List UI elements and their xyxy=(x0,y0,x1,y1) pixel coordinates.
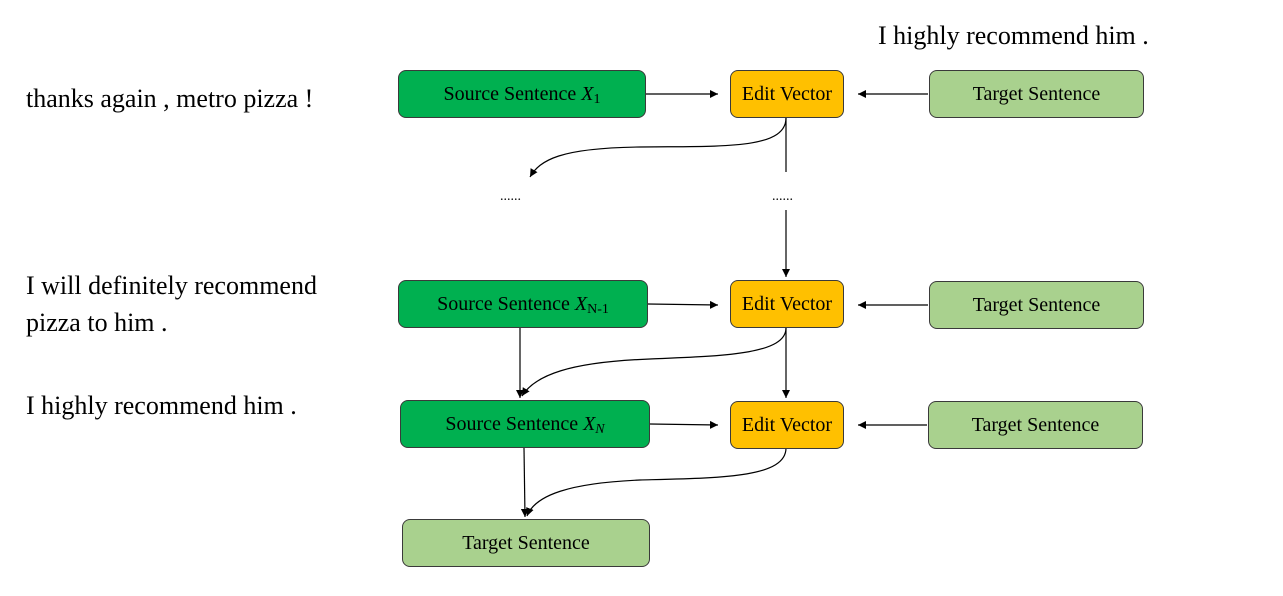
ellipsis-left: ...... xyxy=(500,189,521,204)
source-sentence-1-var: X xyxy=(581,82,594,105)
source-sentence-n-minus-1-sub: N-1 xyxy=(587,302,609,317)
curve-edit1-to-ellipsis xyxy=(529,117,787,178)
edit-vector-2-label: Edit Vector xyxy=(741,292,833,315)
target-sentence-3-label: Target Sentence xyxy=(971,413,1100,436)
target-sentence-3-box: Target Sentence xyxy=(928,401,1143,449)
arrow-sourceN-to-edit3 xyxy=(649,420,719,429)
target-sentence-1-box: Target Sentence xyxy=(929,70,1144,118)
source-sentence-n-sub: N xyxy=(595,422,605,437)
source-sentence-1-sub: 1 xyxy=(593,92,601,107)
arrow-sourceN1-to-edit2 xyxy=(647,300,719,309)
example-row2-line2: pizza to him . xyxy=(26,308,168,337)
target-sentence-2-box: Target Sentence xyxy=(929,281,1144,329)
source-sentence-1-label: Source Sentence xyxy=(443,82,577,105)
source-sentence-n-var: X xyxy=(583,412,596,435)
target-sentence-2-label: Target Sentence xyxy=(972,293,1101,316)
target-sentence-output-box: Target Sentence xyxy=(402,519,650,567)
target-sentence-1-label: Target Sentence xyxy=(972,82,1101,105)
arrow-sourceN-to-target-out xyxy=(520,447,529,518)
curve-edit2-to-sourceN xyxy=(521,327,787,397)
top-right-example: I highly recommend him . xyxy=(878,21,1149,50)
edit-vector-3-label: Edit Vector xyxy=(741,413,833,436)
ellipsis-right: ...... xyxy=(772,189,793,204)
edit-vector-1-box: Edit Vector xyxy=(730,70,844,118)
source-sentence-n-label: Source Sentence xyxy=(445,412,579,435)
source-sentence-n-minus-1-var: X xyxy=(574,292,588,315)
edit-vector-3-box: Edit Vector xyxy=(730,401,844,449)
example-row1: thanks again , metro pizza ! xyxy=(26,84,314,113)
edit-vector-2-box: Edit Vector xyxy=(730,280,844,328)
target-sentence-output-label: Target Sentence xyxy=(462,531,590,554)
edit-vector-1-label: Edit Vector xyxy=(741,82,833,105)
source-sentence-n-minus-1-label: Source Sentence xyxy=(437,292,570,315)
curve-edit3-to-target-out xyxy=(526,447,787,517)
example-row2-line1: I will definitely recommend xyxy=(26,271,317,300)
example-row3: I highly recommend him . xyxy=(26,391,297,420)
